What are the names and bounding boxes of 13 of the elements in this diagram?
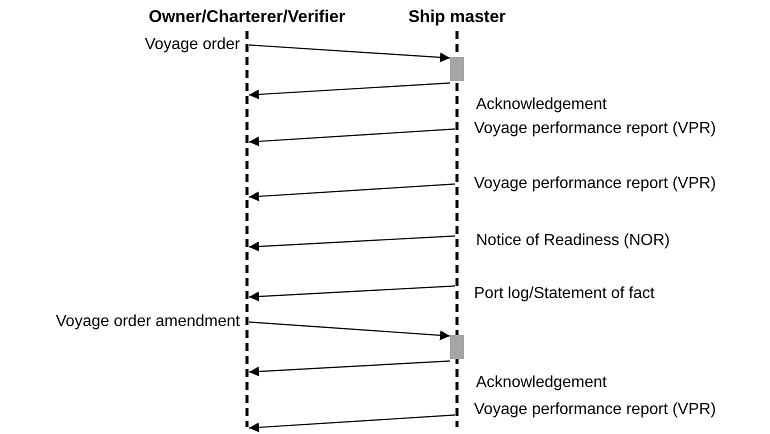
message-arrow	[248, 44, 450, 62]
message-arrow	[248, 183, 456, 202]
lifeline-header: Owner/Charterer/Verifier	[148, 6, 346, 28]
message-arrow	[248, 82, 450, 100]
message-arrow	[248, 414, 456, 432]
message-arrow	[248, 360, 450, 376]
message-arrow	[248, 285, 456, 302]
activation-bar	[450, 335, 464, 359]
message-arrow	[248, 321, 450, 340]
message-arrow	[248, 235, 456, 252]
activation-bar	[450, 57, 464, 81]
lifeline-header: Ship master	[408, 6, 506, 28]
message-arrow	[248, 128, 456, 146]
